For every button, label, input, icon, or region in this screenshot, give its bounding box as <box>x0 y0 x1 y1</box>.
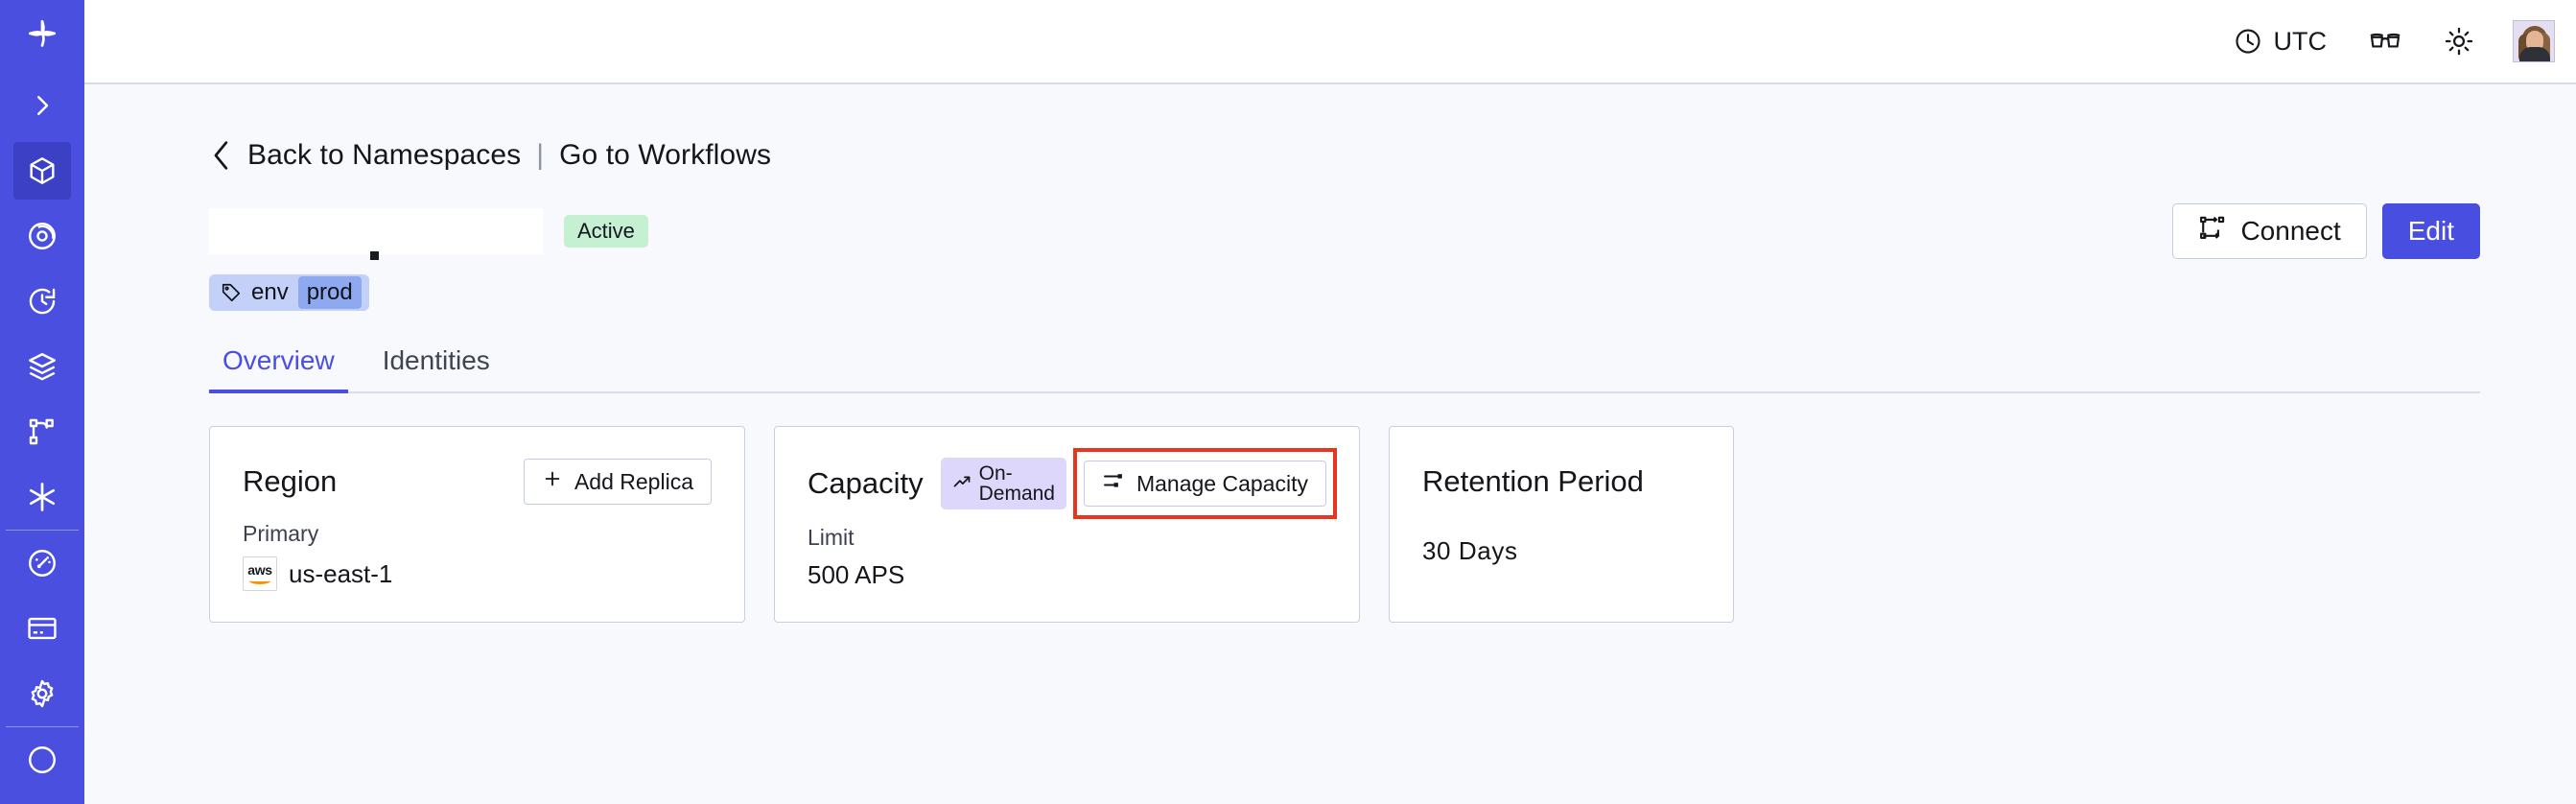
namespace-title-row: Active Connect <box>209 203 2480 260</box>
primary-sidebar <box>0 0 84 804</box>
capacity-card-header: Capacity On-Demand <box>808 448 1337 519</box>
connect-button-label: Connect <box>2240 216 2341 246</box>
region-card: Region Add Replica Primary <box>209 426 745 623</box>
capacity-card: Capacity On-Demand <box>774 426 1360 623</box>
breadcrumb: Back to Namespaces | Go to Workflows <box>209 134 2480 177</box>
asterisk-icon <box>13 468 71 526</box>
retention-card-title: Retention Period <box>1421 464 1644 498</box>
page-content: Back to Namespaces | Go to Workflows Act… <box>84 84 2576 804</box>
sidebar-item-expand[interactable] <box>0 73 84 138</box>
avatar-face <box>2526 31 2543 52</box>
tag-key: env <box>251 279 289 305</box>
region-card-header: Region Add Replica <box>243 458 712 506</box>
workflow-branch-icon <box>13 403 71 461</box>
tag-value: prod <box>297 276 362 309</box>
aws-logo-text: aws <box>247 562 272 578</box>
capacity-card-title: Capacity <box>808 466 924 500</box>
top-bar: UTC <box>84 0 2576 84</box>
plus-icon <box>542 468 563 495</box>
nexus-spiral-icon <box>13 207 71 265</box>
temporal-logo-icon <box>13 8 71 65</box>
timezone-label: UTC <box>2273 26 2328 56</box>
region-value: us-east-1 <box>289 558 393 588</box>
sidebar-item-workflows[interactable] <box>0 399 84 464</box>
region-card-title: Region <box>243 464 338 498</box>
tab-overview[interactable]: Overview <box>209 345 348 393</box>
main-region: UTC <box>84 0 2576 804</box>
clock-icon <box>2234 27 2262 56</box>
connect-button[interactable]: Connect <box>2172 203 2367 259</box>
sidebar-item-usage[interactable] <box>0 531 84 596</box>
status-badge: Active <box>564 215 648 248</box>
overview-cards: Region Add Replica Primary <box>209 426 2480 623</box>
help-icon <box>13 731 71 789</box>
manage-capacity-button[interactable]: Manage Capacity <box>1083 461 1326 507</box>
manage-capacity-label: Manage Capacity <box>1136 470 1308 496</box>
timezone-selector[interactable]: UTC <box>2213 14 2349 68</box>
tab-bar: Overview Identities <box>209 345 2480 393</box>
avatar[interactable] <box>2513 20 2555 62</box>
namespace-tags: env prod <box>209 274 2480 311</box>
sidebar-item-namespaces[interactable] <box>0 138 84 203</box>
sidebar-item-logo[interactable] <box>0 0 84 73</box>
avatar-body <box>2519 47 2550 61</box>
clock-history-icon <box>13 272 71 330</box>
sidebar-item-billing[interactable] <box>0 596 84 661</box>
add-replica-label: Add Replica <box>574 468 693 494</box>
capacity-limit-label: Limit <box>808 525 855 550</box>
gauge-icon <box>13 534 71 592</box>
breadcrumb-back-link[interactable]: Back to Namespaces <box>247 139 522 171</box>
sidebar-item-integrations[interactable] <box>0 464 84 530</box>
sidebar-divider-1 <box>6 530 79 531</box>
capacity-mode-label: On-Demand <box>978 462 1055 505</box>
sidebar-divider-2 <box>6 726 79 727</box>
tag-icon <box>221 282 242 303</box>
trending-up-icon <box>952 472 972 495</box>
cube-icon <box>13 142 71 200</box>
retention-card-header: Retention Period <box>1422 458 1700 506</box>
breadcrumb-workflows-link[interactable]: Go to Workflows <box>559 139 772 171</box>
retention-card: Retention Period 30 Days <box>1388 426 1734 623</box>
aws-logo-icon: aws <box>243 556 277 591</box>
breadcrumb-separator: | <box>536 139 545 171</box>
region-value-row: aws us-east-1 <box>243 556 712 591</box>
namespace-actions: Connect Edit <box>2172 203 2480 259</box>
sidebar-item-batch[interactable] <box>0 334 84 399</box>
sidebar-item-nexus[interactable] <box>0 203 84 269</box>
theme-toggle-button[interactable] <box>2423 14 2495 68</box>
connect-nodes-icon <box>2198 214 2227 249</box>
tag-chip-env[interactable]: env prod <box>209 274 369 311</box>
docs-button[interactable] <box>2348 14 2423 68</box>
chevron-right-icon <box>13 77 71 134</box>
gear-icon <box>13 665 71 722</box>
retention-value: 30 Days <box>1421 536 1518 565</box>
capacity-limit-value: 500 APS <box>808 560 905 589</box>
edit-button-label: Edit <box>2407 216 2454 246</box>
layers-icon <box>13 338 71 395</box>
capacity-mode-badge: On-Demand <box>940 458 1066 509</box>
sidebar-item-schedules[interactable] <box>0 269 84 334</box>
edit-button[interactable]: Edit <box>2381 203 2480 259</box>
add-replica-button[interactable]: Add Replica <box>523 459 712 505</box>
sidebar-item-help[interactable] <box>0 727 84 792</box>
region-primary-label: Primary <box>243 521 319 546</box>
title-artifact <box>370 251 379 260</box>
sliders-icon <box>1102 469 1125 498</box>
glasses-icon <box>2369 27 2401 56</box>
manage-capacity-highlight: Manage Capacity <box>1072 448 1337 519</box>
chevron-left-icon[interactable] <box>209 139 234 172</box>
credit-card-icon <box>13 600 71 657</box>
tab-identities[interactable]: Identities <box>382 345 490 375</box>
sun-icon <box>2444 26 2474 57</box>
aws-logo-smile <box>249 578 270 584</box>
page-title <box>209 208 543 260</box>
sidebar-item-settings[interactable] <box>0 661 84 726</box>
